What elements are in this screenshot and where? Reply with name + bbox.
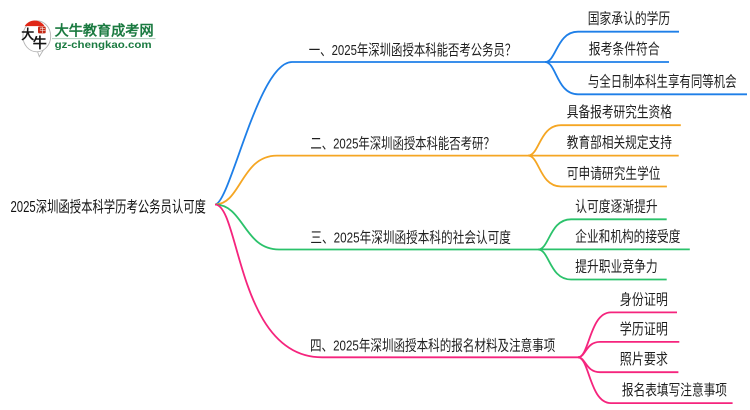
svg-text:大: 大	[21, 27, 34, 42]
svg-text:照片要求: 照片要求	[620, 351, 668, 368]
svg-text:牛: 牛	[33, 35, 47, 51]
svg-text:国家承认的学历: 国家承认的学历	[588, 11, 670, 28]
svg-text:教育部相关规定支持: 教育部相关规定支持	[567, 135, 672, 152]
svg-text:gz-chengkao.com: gz-chengkao.com	[55, 40, 152, 51]
svg-text:认可度逐渐提升: 认可度逐渐提升	[575, 198, 657, 215]
svg-text:四、2025年深圳函授本科的报名材料及注意事项: 四、2025年深圳函授本科的报名材料及注意事项	[310, 336, 555, 354]
svg-text:三、2025年深圳函授本科的社会认可度: 三、2025年深圳函授本科的社会认可度	[310, 230, 511, 247]
svg-text:可申请研究生学位: 可申请研究生学位	[567, 166, 661, 183]
svg-text:提升职业竞争力: 提升职业竞争力	[575, 258, 657, 276]
svg-text:具备报考研究生资格: 具备报考研究生资格	[567, 104, 672, 121]
svg-text:一、2025年深圳函授本科能否考公务员？: 一、2025年深圳函授本科能否考公务员？	[309, 42, 517, 59]
svg-text:大牛教育成考网: 大牛教育成考网	[55, 23, 154, 40]
svg-text:二、2025年深圳函授本科能否考研？: 二、2025年深圳函授本科能否考研？	[310, 136, 494, 153]
svg-text:学历证明: 学历证明	[620, 321, 668, 338]
svg-text:2025深圳函授本科学历考公务员认可度: 2025深圳函授本科学历考公务员认可度	[11, 198, 206, 216]
svg-text:报考条件符合: 报考条件符合	[589, 41, 660, 58]
svg-text:牛: 牛	[40, 27, 46, 35]
svg-text:身份证明: 身份证明	[620, 291, 668, 308]
svg-text:报名表填写注意事项: 报名表填写注意事项	[622, 381, 727, 399]
svg-text:企业和机构的接受度: 企业和机构的接受度	[575, 227, 680, 245]
svg-text:与全日制本科生享有同等机会: 与全日制本科生享有同等机会	[588, 72, 737, 90]
